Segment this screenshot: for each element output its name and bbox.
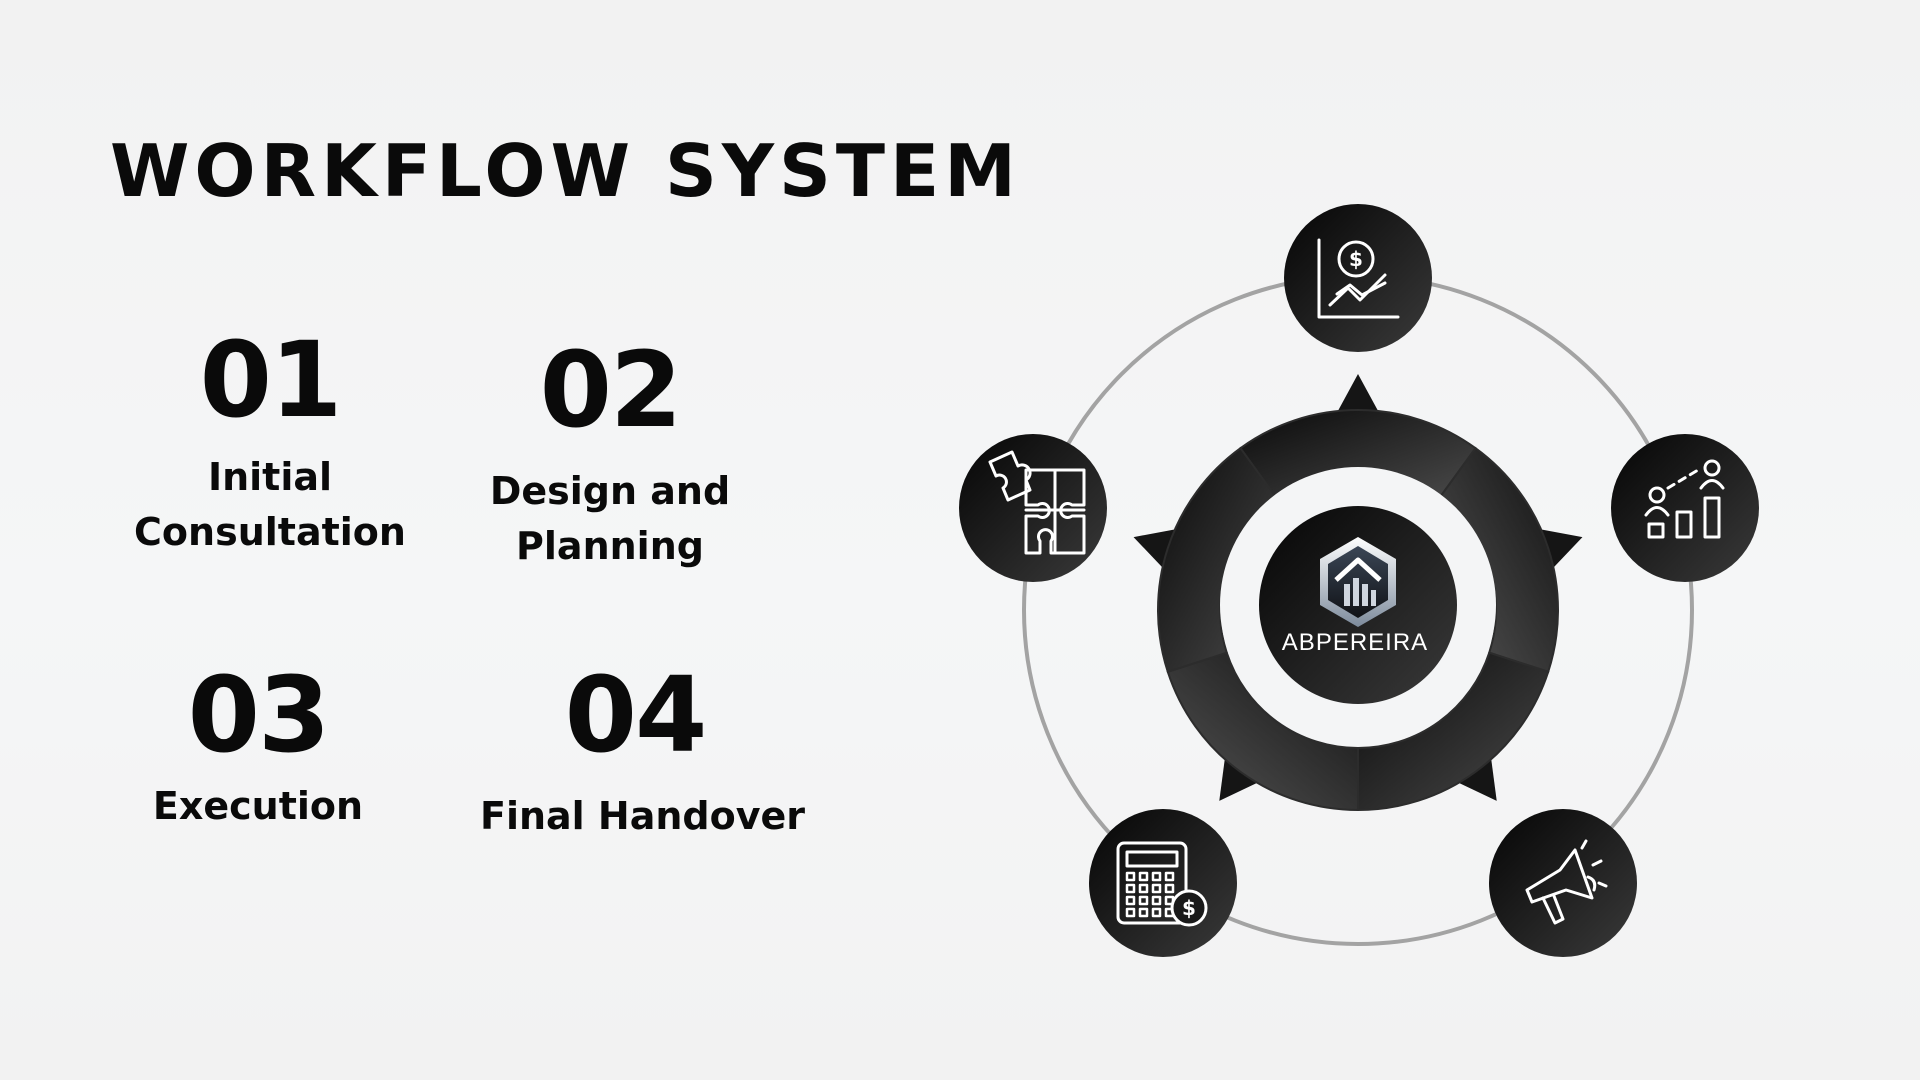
puzzle-icon bbox=[988, 450, 1086, 555]
step-04: 04 Final Handover bbox=[480, 654, 806, 844]
step-label-line: Consultation bbox=[134, 510, 406, 554]
calculator-key bbox=[1125, 883, 1136, 894]
calculator-key bbox=[1138, 883, 1149, 894]
node-left bbox=[959, 434, 1107, 582]
step-number: 03 bbox=[187, 654, 331, 776]
step-label-line: Initial bbox=[207, 455, 333, 499]
chart-dollar-icon: $ bbox=[1317, 238, 1400, 319]
step-label: Execution bbox=[108, 779, 408, 834]
step-label: Initial Consultation bbox=[120, 450, 420, 560]
process-donut bbox=[1133, 374, 1583, 812]
step-label: Final Handover bbox=[480, 789, 806, 844]
node-right bbox=[1611, 434, 1759, 582]
step-label-line: Planning bbox=[516, 524, 704, 568]
step-number: 01 bbox=[199, 319, 343, 441]
step-label-line: Design and bbox=[489, 469, 731, 513]
people-growth-icon bbox=[1644, 459, 1725, 539]
calculator-key bbox=[1151, 907, 1162, 918]
svg-text:$: $ bbox=[1182, 896, 1196, 920]
calculator-key bbox=[1138, 895, 1149, 906]
calculator-key bbox=[1164, 871, 1175, 882]
calculator-key bbox=[1138, 907, 1149, 918]
node-bottom-right bbox=[1489, 809, 1637, 957]
calculator-key bbox=[1151, 883, 1162, 894]
calculator-key bbox=[1164, 883, 1175, 894]
step-02: 02 Design and Planning bbox=[460, 338, 760, 574]
node-top: $ bbox=[1284, 204, 1432, 352]
calculator-key bbox=[1151, 871, 1162, 882]
node-bottom-left: $ bbox=[1089, 809, 1237, 957]
calculator-key bbox=[1151, 895, 1162, 906]
calculator-key bbox=[1125, 907, 1136, 918]
step-03: 03 Execution bbox=[108, 663, 408, 834]
step-01: 01 Initial Consultation bbox=[120, 328, 420, 560]
calculator-key bbox=[1125, 895, 1136, 906]
step-label: Design and Planning bbox=[460, 464, 760, 574]
step-number: 04 bbox=[564, 654, 708, 776]
svg-text:$: $ bbox=[1349, 247, 1363, 271]
step-label-line: Execution bbox=[152, 784, 364, 828]
megaphone-icon bbox=[1525, 839, 1608, 925]
house-logo-icon bbox=[1320, 537, 1396, 627]
step-label-line: Final Handover bbox=[480, 794, 806, 838]
hub-brand-text: ABPEREIRA bbox=[1282, 629, 1428, 656]
calculator-key bbox=[1138, 871, 1149, 882]
calculator-key bbox=[1125, 871, 1136, 882]
page-title: WORKFLOW SYSTEM bbox=[110, 129, 1021, 213]
step-number: 02 bbox=[539, 329, 683, 451]
calculator-dollar-icon: $ bbox=[1116, 841, 1208, 927]
